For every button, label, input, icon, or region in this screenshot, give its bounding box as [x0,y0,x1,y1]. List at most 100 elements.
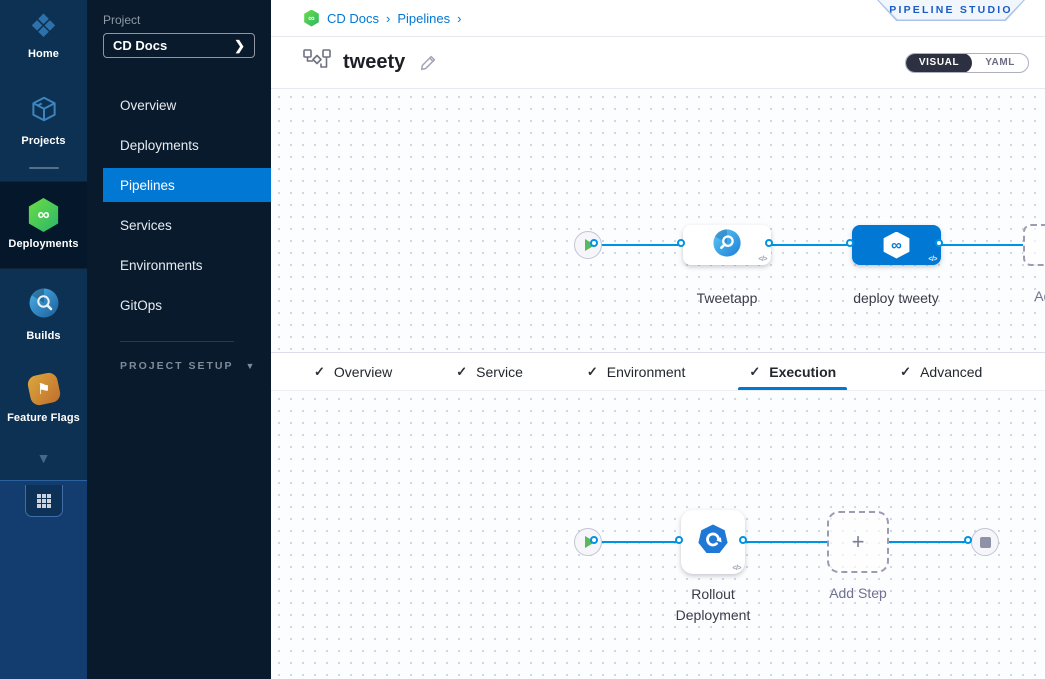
sidebar-item-overview[interactable]: Overview [120,97,177,113]
project-selector-value: CD Docs [113,38,168,53]
stage-config-tabs: ✓ Overview ✓ Service ✓ Environment ✓ Exe… [271,352,1045,391]
code-icon: </> [758,256,767,263]
node-port[interactable] [675,535,683,544]
connector-wire [588,244,683,246]
sidebar-item-environments[interactable]: Environments [120,257,203,273]
stage-node-tweetapp[interactable]: </> [683,225,771,265]
connector-wire [745,541,827,543]
deployments-cd-icon: ∞ [28,198,59,232]
check-icon: ✓ [749,363,761,379]
node-port[interactable] [846,238,854,247]
rail-more-chevron-down-icon[interactable]: ▼ [36,450,51,466]
rail-item-label: Feature Flags [7,412,80,424]
rail-item-deployments[interactable]: ∞ Deployments [0,198,87,250]
breadcrumb-link-pipelines[interactable]: Pipelines [397,10,451,26]
rail-item-builds[interactable]: Builds [0,287,87,342]
sidebar-divider [120,341,234,342]
add-stage-button[interactable]: + [1023,224,1045,266]
sidebar-item-gitops[interactable]: GitOps [120,297,163,313]
rail-item-home[interactable]: ❖ Home [0,0,87,60]
builds-ci-icon [28,287,60,324]
connector-wire [588,541,681,543]
tab-execution[interactable]: ✓ Execution [736,353,849,390]
rail-item-label: Deployments [8,238,79,250]
grid-icon [36,493,51,508]
node-port[interactable] [739,535,747,544]
project-setup-toggle[interactable]: PROJECT SETUP ▼ [120,360,255,372]
projects-cube-icon [29,94,59,129]
node-port[interactable] [590,535,598,544]
harness-cd-icon: ∞ [304,9,319,27]
harness-cd-icon: ∞ [883,231,910,259]
tab-environment[interactable]: ✓ Environment [586,363,686,380]
sidebar-item-deployments[interactable]: Deployments [120,137,199,153]
stop-icon [979,536,991,548]
check-icon: ✓ [586,363,598,379]
k8s-rolling-icon [697,523,729,561]
feature-flags-icon: ⚑ [25,371,62,407]
sidebar-item-pipelines[interactable]: Pipelines [103,168,271,202]
node-port[interactable] [677,238,685,247]
execution-start-node[interactable] [574,528,602,556]
connector-wire [889,541,978,543]
add-stage-label: Add Stage [1034,288,1045,304]
step-node-rollout-deployment[interactable]: </> [681,510,745,574]
rail-divider [28,167,59,169]
pipeline-start-node[interactable] [574,231,602,259]
edit-pencil-icon[interactable] [419,53,438,72]
check-icon: ✓ [900,363,912,379]
rail-bottom-section [0,480,87,679]
chevron-right-icon: ❯ [234,37,245,53]
visual-yaml-toggle: VISUAL YAML [904,52,1029,73]
toggle-yaml-button[interactable]: YAML [985,57,1015,68]
rail-item-feature-flags[interactable]: ⚑ Feature Flags [0,371,87,424]
play-icon [584,536,595,548]
add-step-button[interactable]: + [827,511,889,573]
chevron-right-icon: › [386,10,391,26]
breadcrumb-link-project[interactable]: CD Docs [327,10,380,26]
module-rail: ❖ Home Projects ∞ Deployments [0,0,87,679]
tab-advanced[interactable]: ✓ Advanced [900,363,983,380]
step-label: Rollout Deployment [675,586,751,623]
stage-label: Tweetapp [696,290,758,306]
code-icon: </> [732,565,741,572]
sidebar-item-services[interactable]: Services [120,217,172,233]
execution-canvas[interactable]: </> Rollout Deployment + Add Step [271,391,1045,679]
play-icon [584,239,595,251]
project-sidebar: Project CD Docs ❯ Overview Deployments P… [87,0,271,679]
pipeline-title-bar: tweety VISUAL YAML [271,37,1045,89]
project-label: Project [103,13,141,27]
toggle-visual-button[interactable]: VISUAL [905,53,973,72]
home-icon: ❖ [29,8,58,44]
node-port[interactable] [765,238,773,247]
chevron-down-icon: ▼ [245,361,255,371]
module-grid-button[interactable] [24,485,63,517]
cd-stage-icon [712,228,742,263]
stage-node-deploy-tweety[interactable]: ∞ </> [852,225,941,265]
project-selector[interactable]: CD Docs ❯ [103,33,255,58]
code-icon: </> [928,256,937,263]
rail-item-projects[interactable]: Projects [0,94,87,147]
pipeline-studio-badge: PIPELINE STUDIO [877,0,1025,21]
rail-item-label: Projects [21,135,66,147]
execution-end-node[interactable] [971,528,999,556]
chevron-right-icon: › [457,10,462,26]
node-port[interactable] [590,238,598,247]
plus-icon: + [851,529,865,554]
node-port[interactable] [964,535,972,544]
rail-active-module-block: ∞ Deployments [0,181,87,269]
tab-overview[interactable]: ✓ Overview [314,363,393,380]
tab-service[interactable]: ✓ Service [456,363,523,380]
connector-wire [941,244,1023,246]
add-step-label: Add Step [829,585,887,601]
node-port[interactable] [935,238,943,247]
pipeline-name: tweety [343,51,406,73]
main-content: PIPELINE STUDIO ∞ CD Docs › Pipelines › … [271,0,1045,679]
sidebar-nav: Overview Deployments Pipelines Services … [87,85,271,325]
pipeline-graph-icon [303,49,331,76]
connector-wire [771,244,852,246]
rail-item-label: Home [28,48,59,60]
rail-item-label: Builds [26,330,61,342]
stage-label: deploy tweety [853,290,939,306]
stage-canvas[interactable]: </> Tweetapp ∞ </> deploy tweety + Add S… [271,89,1045,352]
